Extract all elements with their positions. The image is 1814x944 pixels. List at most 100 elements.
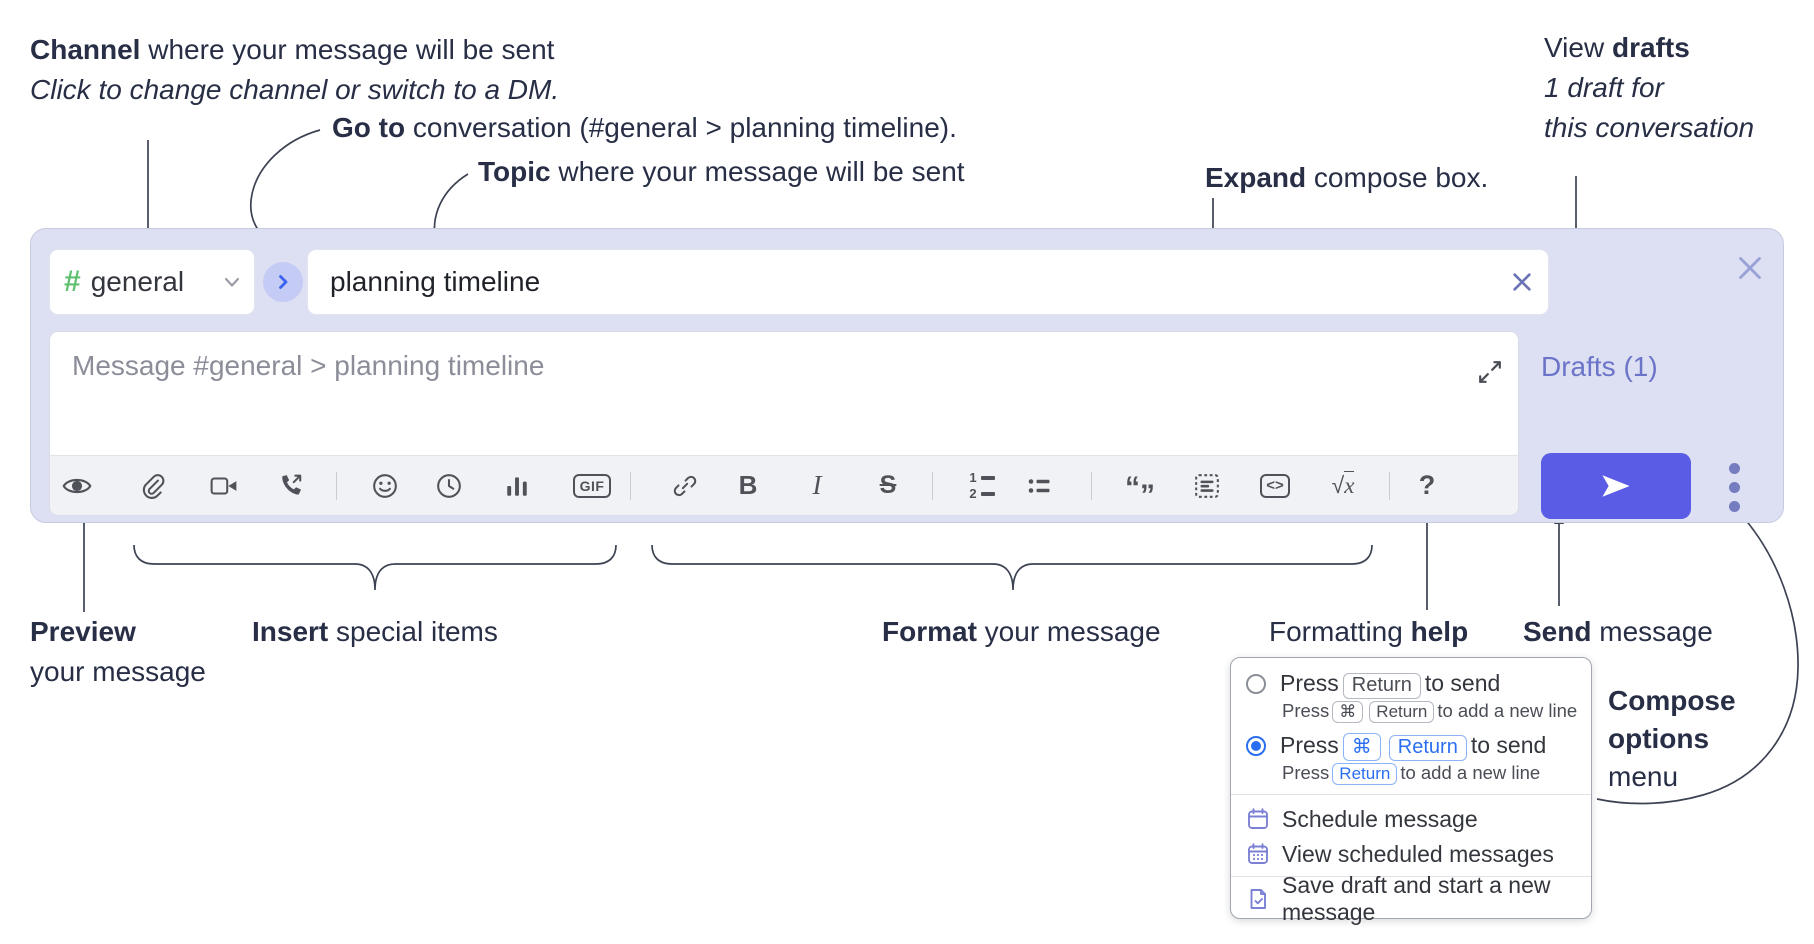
key-return: Return (1332, 762, 1398, 785)
strikethrough-button[interactable]: S (866, 466, 910, 506)
italic-icon: I (812, 470, 822, 500)
send-icon (1602, 475, 1630, 497)
quote-icon: “ ” (1125, 470, 1155, 512)
brace-format (651, 544, 1373, 591)
compose-close-button[interactable] (1733, 251, 1767, 285)
question-mark-icon: ? (1418, 470, 1436, 500)
annotation-compose-options: Compose options menu (1608, 685, 1736, 792)
close-icon (1739, 257, 1761, 279)
link-button[interactable] (663, 466, 707, 506)
numbered-list-icon: 1 2 (969, 471, 995, 500)
annotation-channel: Channel where your message will be sent … (30, 34, 560, 105)
gif-icon: GIF (572, 473, 612, 498)
voice-call-button[interactable] (269, 466, 313, 506)
calendar-icon (1248, 808, 1268, 829)
key-return: Return (1388, 734, 1467, 761)
annotation-formatting-help: Formatting help (1269, 616, 1469, 647)
clock-icon (437, 473, 461, 498)
brace-insert (133, 544, 617, 591)
key-return: Return (1369, 700, 1435, 723)
close-icon (1513, 273, 1531, 291)
video-call-button[interactable] (202, 466, 246, 506)
bar-chart-icon (507, 476, 527, 496)
gif-button[interactable]: GIF (570, 466, 614, 506)
italic-button[interactable]: I (795, 466, 839, 506)
save-draft-icon (1250, 889, 1266, 909)
link-icon (673, 475, 697, 496)
drafts-link[interactable]: Drafts (1) (1541, 351, 1658, 382)
message-card: GIF B I S 1 (49, 331, 1519, 516)
poll-button[interactable] (495, 466, 539, 506)
menu-item-view-scheduled[interactable]: View scheduled messages (1231, 836, 1591, 872)
bulleted-list-button[interactable] (1018, 466, 1062, 506)
attach-file-button[interactable] (130, 466, 174, 506)
calendar-dots-icon (1248, 843, 1268, 864)
annotation-view-drafts: View drafts 1 draft for this conversatio… (1544, 32, 1755, 143)
bulleted-list-icon (1028, 478, 1050, 493)
annotation-send: Send message (1523, 616, 1713, 647)
menu-item-schedule-message[interactable]: Schedule message (1231, 801, 1591, 837)
radio-selected-icon[interactable] (1246, 736, 1266, 756)
compose-options-button[interactable] (1717, 457, 1751, 517)
preview-button[interactable] (55, 466, 99, 506)
compose-box: # general (30, 228, 1784, 523)
toolbar-separator (932, 472, 933, 500)
spoiler-button[interactable] (1185, 466, 1229, 506)
phone-call-icon (282, 474, 302, 495)
topic-clear-button[interactable] (1496, 250, 1548, 314)
annotation-go-to: Go to conversation (#general > planning … (332, 112, 957, 143)
time-button[interactable] (427, 466, 471, 506)
code-icon: <> (1260, 473, 1290, 498)
go-to-conversation-button[interactable] (263, 262, 303, 302)
topic-input-wrap (307, 249, 1549, 315)
quote-button[interactable]: “ ” (1120, 466, 1164, 512)
kebab-dot (1728, 500, 1740, 512)
annotation-format: Format your message (882, 616, 1161, 647)
menu-item-save-draft[interactable]: Save draft and start a new message (1231, 872, 1591, 925)
math-icon: √x (1331, 471, 1355, 498)
spoiler-icon (1195, 473, 1219, 498)
bold-icon: B (738, 470, 758, 500)
key-cmd: ⌘ (1332, 700, 1364, 723)
message-input[interactable] (50, 332, 1518, 455)
paperclip-icon (142, 473, 165, 499)
key-return: Return (1342, 672, 1421, 699)
toolbar-separator (1389, 472, 1390, 500)
video-camera-icon (210, 476, 237, 495)
toolbar-separator (1091, 472, 1092, 500)
connector-go-to (249, 129, 321, 244)
strikethrough-icon: S (879, 471, 897, 499)
expand-icon (1479, 361, 1501, 383)
code-button[interactable]: <> (1253, 466, 1297, 506)
key-cmd: ⌘ (1342, 732, 1381, 761)
annotation-preview: Preview your message (30, 616, 206, 687)
annotation-insert: Insert special items (252, 616, 498, 647)
menu-divider (1231, 794, 1591, 795)
annotation-expand: Expand compose box. (1205, 162, 1489, 193)
send-button[interactable] (1541, 453, 1691, 519)
kebab-dot (1728, 481, 1740, 493)
bold-button[interactable]: B (726, 466, 770, 506)
toolbar-separator (336, 472, 337, 500)
channel-name: general (90, 266, 185, 297)
math-button[interactable]: √x (1321, 466, 1365, 506)
emoji-button[interactable] (363, 466, 407, 506)
annotation-topic: Topic where your message will be sent (478, 156, 965, 187)
chevron-down-icon (224, 277, 240, 287)
kebab-dot (1728, 462, 1740, 474)
topic-input[interactable] (308, 266, 1496, 298)
channel-selector[interactable]: # general (49, 249, 255, 315)
smiley-icon (373, 473, 397, 498)
expand-compose-button[interactable] (1476, 358, 1504, 386)
menu-divider (1231, 876, 1591, 877)
eye-icon (62, 478, 92, 493)
formatting-help-button[interactable]: ? (1405, 466, 1449, 506)
numbered-list-button[interactable]: 1 2 (960, 466, 1004, 506)
radio-unselected-icon[interactable] (1246, 674, 1266, 694)
compose-toolbar: GIF B I S 1 (50, 455, 1518, 515)
